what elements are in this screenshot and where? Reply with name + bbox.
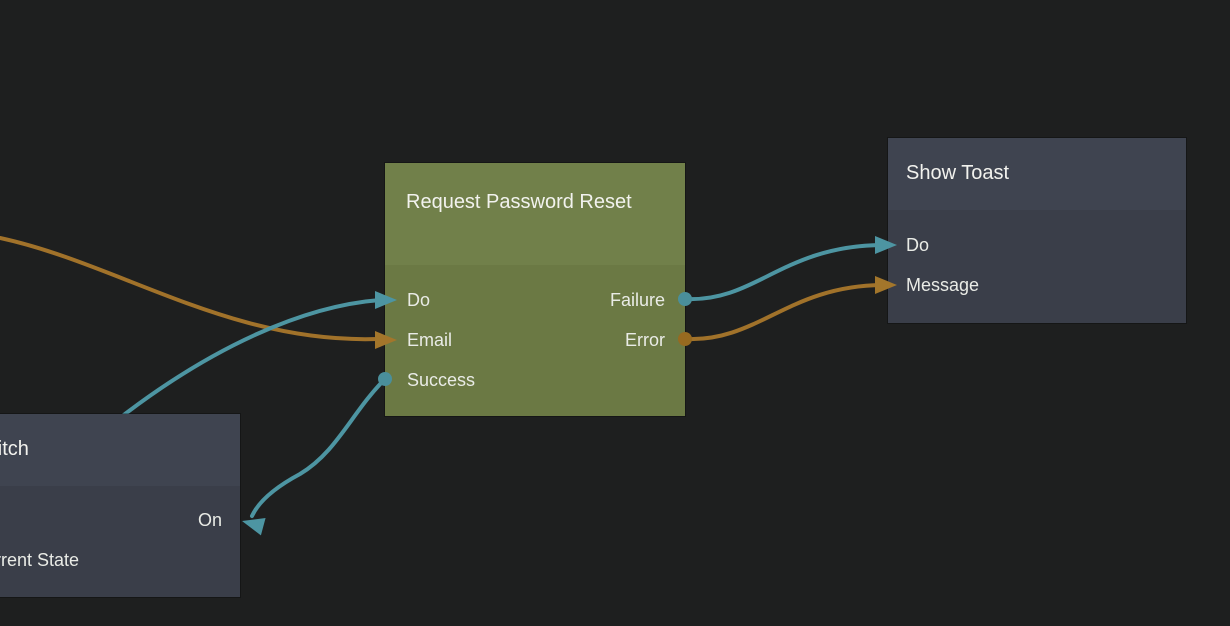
wire-failure-to-do[interactable] xyxy=(684,243,884,302)
port-error-output[interactable]: Error xyxy=(625,329,665,350)
node-request-password-reset[interactable]: Request Password Reset Do Failure Email … xyxy=(385,163,685,416)
node-title: Request Password Reset xyxy=(406,191,632,213)
node-header[interactable]: Request Password Reset xyxy=(385,163,685,265)
port-do-input[interactable]: Do xyxy=(407,289,431,310)
port-message-input[interactable]: Message xyxy=(906,274,980,295)
port-do-input[interactable]: Do xyxy=(906,234,930,255)
wire-success-to-on[interactable] xyxy=(250,377,387,518)
port-failure-output[interactable]: Failure xyxy=(609,289,665,310)
wire-error-to-message[interactable] xyxy=(684,283,884,342)
node-header[interactable]: Switch xyxy=(0,414,240,486)
port-on-input[interactable]: On xyxy=(197,509,222,530)
port-current-state-output[interactable]: Current State xyxy=(0,549,80,570)
node-title: Switch xyxy=(0,438,29,460)
port-email-input[interactable]: Email xyxy=(407,329,453,350)
wire-offscreen-to-email[interactable] xyxy=(0,236,380,342)
node-body: On Current State xyxy=(0,486,240,580)
port-success-output[interactable]: Success xyxy=(407,369,476,390)
node-body: Do Failure Email Error Success xyxy=(385,265,685,400)
node-header[interactable]: Show Toast xyxy=(888,138,1186,210)
node-title: Show Toast xyxy=(906,162,1010,184)
node-switch[interactable]: Switch On Current State xyxy=(0,414,240,597)
node-body: Do Message xyxy=(888,210,1186,305)
node-show-toast[interactable]: Show Toast Do Message xyxy=(888,138,1186,323)
